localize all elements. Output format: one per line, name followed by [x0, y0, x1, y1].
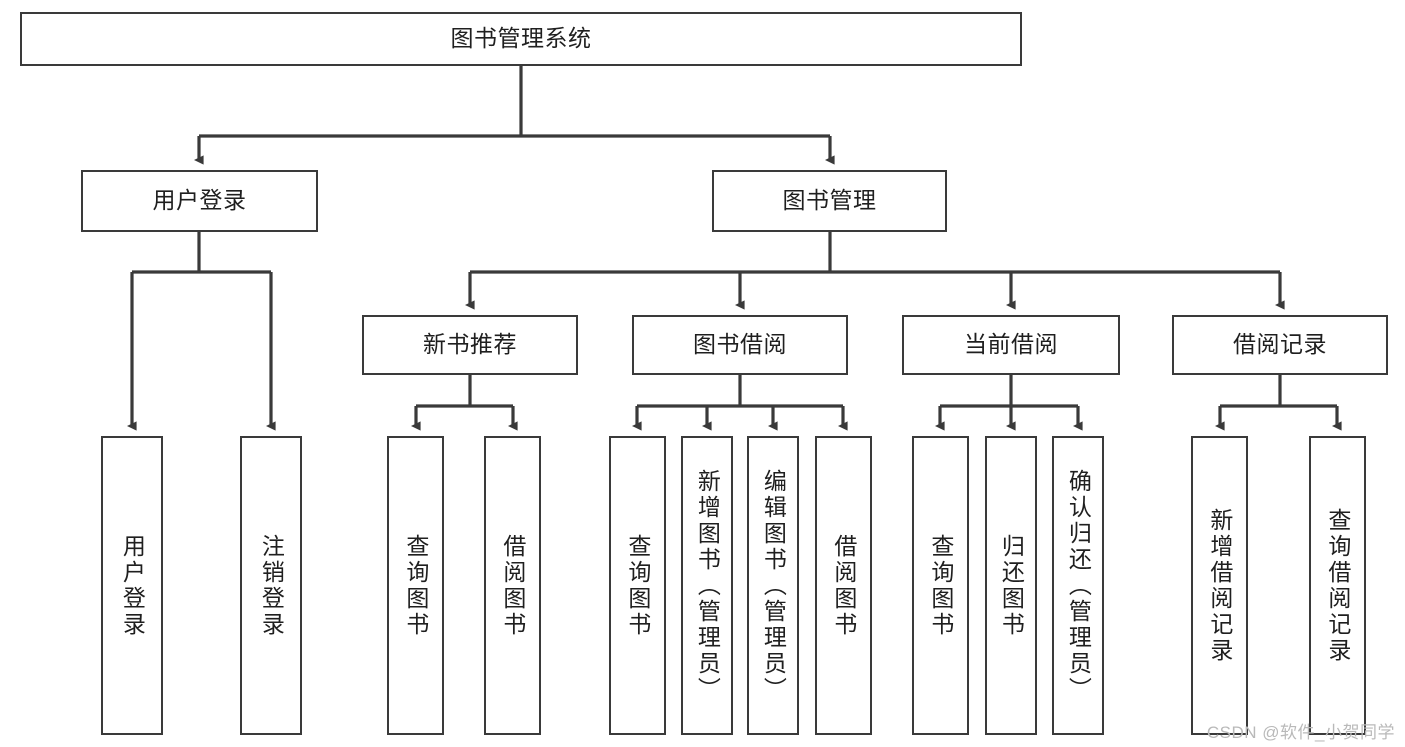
node-label: 图书管理系统 — [450, 25, 592, 52]
node-label: 用户登录 — [152, 187, 247, 214]
node-label: 新增借阅记录 — [1206, 507, 1233, 664]
leaf-record-query-record[interactable]: 查询借阅记录 — [1309, 436, 1366, 735]
leaf-borrow-edit-book-admin[interactable]: 编辑图书（管理员） — [747, 436, 799, 735]
node-label: 借阅图书 — [499, 533, 526, 638]
leaf-current-confirm-return-admin[interactable]: 确认归还（管理员） — [1052, 436, 1104, 735]
node-label: 归还图书 — [998, 533, 1025, 638]
node-book-management[interactable]: 图书管理 — [712, 170, 947, 232]
node-borrow-record[interactable]: 借阅记录 — [1172, 315, 1388, 375]
node-label: 图书管理 — [782, 187, 877, 214]
leaf-borrow-query-book[interactable]: 查询图书 — [609, 436, 666, 735]
leaf-borrow-add-book-admin[interactable]: 新增图书（管理员） — [681, 436, 733, 735]
csdn-watermark: CSDN @软件_小贺同学 — [1206, 723, 1395, 742]
node-label: 查询图书 — [624, 533, 651, 638]
node-user-login[interactable]: 用户登录 — [81, 170, 318, 232]
leaf-current-query-book[interactable]: 查询图书 — [912, 436, 969, 735]
leaf-current-return-book[interactable]: 归还图书 — [985, 436, 1037, 735]
node-label: 注销登录 — [258, 533, 285, 638]
node-label: 图书借阅 — [693, 331, 787, 358]
leaf-newbook-query-book[interactable]: 查询图书 — [387, 436, 444, 735]
node-label: 新增图书（管理员） — [694, 468, 721, 703]
leaf-borrow-lend-book[interactable]: 借阅图书 — [815, 436, 872, 735]
node-label: 确认归还（管理员） — [1065, 468, 1092, 703]
node-label: 当前借阅 — [964, 331, 1058, 358]
node-book-borrow[interactable]: 图书借阅 — [632, 315, 848, 375]
node-root-system[interactable]: 图书管理系统 — [20, 12, 1022, 66]
leaf-user-login[interactable]: 用户登录 — [101, 436, 163, 735]
node-label: 查询借阅记录 — [1324, 507, 1351, 664]
node-label: 新书推荐 — [423, 331, 517, 358]
node-label: 借阅图书 — [830, 533, 857, 638]
node-label: 用户登录 — [119, 533, 146, 638]
leaf-newbook-borrow-book[interactable]: 借阅图书 — [484, 436, 541, 735]
leaf-user-logout[interactable]: 注销登录 — [240, 436, 302, 735]
node-label: 查询图书 — [927, 533, 954, 638]
node-new-book-recommend[interactable]: 新书推荐 — [362, 315, 578, 375]
node-label: 查询图书 — [402, 533, 429, 638]
node-current-borrow[interactable]: 当前借阅 — [902, 315, 1120, 375]
node-label: 编辑图书（管理员） — [760, 468, 787, 703]
leaf-record-add-record[interactable]: 新增借阅记录 — [1191, 436, 1248, 735]
node-label: 借阅记录 — [1233, 331, 1327, 358]
